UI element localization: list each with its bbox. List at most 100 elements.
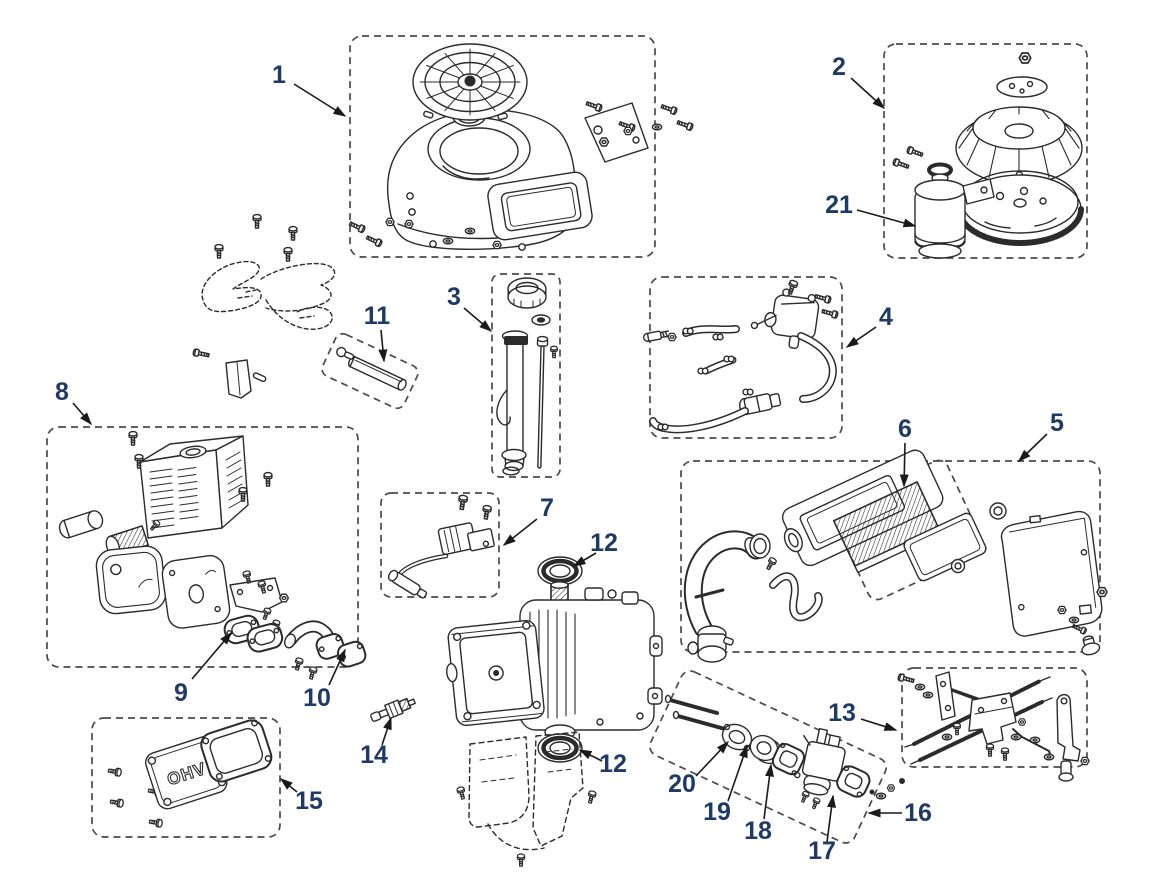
housing-duct xyxy=(487,171,593,241)
small-bracket xyxy=(191,347,267,399)
oil-fill-dipstick xyxy=(496,277,558,476)
callout-9: 9 xyxy=(174,631,232,707)
callout-18: 18 xyxy=(744,763,774,845)
muffler-guard xyxy=(139,435,249,539)
callout-arrow xyxy=(72,402,92,426)
muffler-plate xyxy=(161,554,231,629)
callout-6: 6 xyxy=(898,415,912,488)
oil-seal-bottom xyxy=(538,734,582,762)
group-3-oil-fill-box xyxy=(491,273,561,478)
callout-number: 16 xyxy=(904,799,932,827)
callout-number: 1 xyxy=(272,61,286,89)
starter-motor xyxy=(891,145,995,259)
callout-number: 17 xyxy=(808,837,836,865)
callout-4: 4 xyxy=(845,303,893,348)
fuel-fitting xyxy=(642,330,670,342)
group-7-ignition-coil-box xyxy=(380,492,500,598)
air-cleaner-assembly xyxy=(683,449,1108,663)
muffler-assembly xyxy=(58,430,367,681)
callout-1: 1 xyxy=(272,61,347,117)
callout-arrow xyxy=(463,307,493,332)
callout-11: 11 xyxy=(364,302,391,363)
group-16-carburetor-box xyxy=(649,670,887,844)
carb-gasket-17 xyxy=(836,765,871,798)
callout-arrow xyxy=(860,718,898,731)
callout-number: 14 xyxy=(360,741,388,769)
callout-number: 15 xyxy=(295,787,323,815)
callout-number: 4 xyxy=(879,303,893,331)
group-1-blower-housing-box xyxy=(349,35,656,258)
fan-grille xyxy=(412,43,528,121)
callout-number: 3 xyxy=(447,283,461,311)
exhaust-gaskets xyxy=(223,614,284,653)
ignition-coil xyxy=(387,494,495,599)
callout-14: 14 xyxy=(360,716,392,769)
housing-bracket xyxy=(584,99,649,163)
callout-2: 2 xyxy=(832,53,886,110)
callout-arrow xyxy=(1017,433,1048,463)
dipstick xyxy=(536,335,549,469)
intake-fitting xyxy=(687,625,734,663)
spark-plug xyxy=(370,697,416,722)
deflector-tube xyxy=(58,510,104,539)
callout-number: 12 xyxy=(590,529,618,557)
spark-plug-boot xyxy=(387,569,428,599)
group-15-valve-cover-box xyxy=(91,717,281,838)
callout-16: 16 xyxy=(867,799,932,827)
carb-studs xyxy=(664,694,727,731)
callout-arrow xyxy=(502,518,538,546)
callout-number: 11 xyxy=(364,302,391,330)
callout-arrow xyxy=(695,740,730,777)
callout-number: 6 xyxy=(898,415,912,443)
breather-tube xyxy=(336,346,407,391)
group-4-fuel-system-box xyxy=(649,276,843,439)
lower-baffle xyxy=(455,731,598,867)
callout-number: 9 xyxy=(174,679,188,707)
carb-gasket-18 xyxy=(771,742,805,776)
callout-number: 21 xyxy=(825,191,853,219)
callout-12: 12 xyxy=(572,529,618,567)
carburetor-group xyxy=(664,694,905,811)
valve-cover-gasket xyxy=(200,719,273,783)
callout-number: 18 xyxy=(744,817,772,845)
callout-13: 13 xyxy=(828,699,898,731)
engine-short-block xyxy=(446,557,663,762)
callout-arrow xyxy=(572,552,597,567)
callout-arrow xyxy=(279,778,298,793)
callout-arrow xyxy=(578,749,603,762)
fuel-pump-lines xyxy=(642,278,840,434)
callout-17: 17 xyxy=(808,794,836,865)
blower-housing-assembly xyxy=(347,43,695,251)
air-cleaner-cover xyxy=(1000,510,1103,637)
callout-5: 5 xyxy=(1017,409,1064,463)
flywheel-group xyxy=(891,52,1084,259)
callout-arrow xyxy=(763,763,774,820)
callout-arrow xyxy=(328,648,346,686)
callout-arrow xyxy=(899,442,909,488)
callout-number: 2 xyxy=(832,53,846,81)
callout-arrow xyxy=(850,77,886,110)
callout-12: 12 xyxy=(578,749,627,778)
callout-arrow xyxy=(381,716,392,746)
callout-number: 7 xyxy=(540,494,554,522)
carburetor xyxy=(794,727,846,811)
muffler-bracket xyxy=(229,569,290,633)
callout-arrow xyxy=(845,326,877,348)
callout-15: 15 xyxy=(279,778,323,815)
oil-fill-tube xyxy=(496,330,529,472)
callout-19: 19 xyxy=(703,744,748,826)
muffler-body xyxy=(95,545,167,615)
callout-7: 7 xyxy=(502,494,554,546)
group-8-muffler-box xyxy=(46,426,359,668)
callout-number: 5 xyxy=(1050,409,1064,437)
callout-3: 3 xyxy=(447,283,493,332)
callout-number: 19 xyxy=(703,798,731,826)
fuel-filter xyxy=(739,393,782,416)
heat-shield xyxy=(201,260,336,330)
callout-arrow xyxy=(378,329,388,363)
callout-20: 20 xyxy=(668,740,730,798)
group-2-flywheel-box xyxy=(883,43,1088,259)
callout-arrow xyxy=(191,631,232,680)
